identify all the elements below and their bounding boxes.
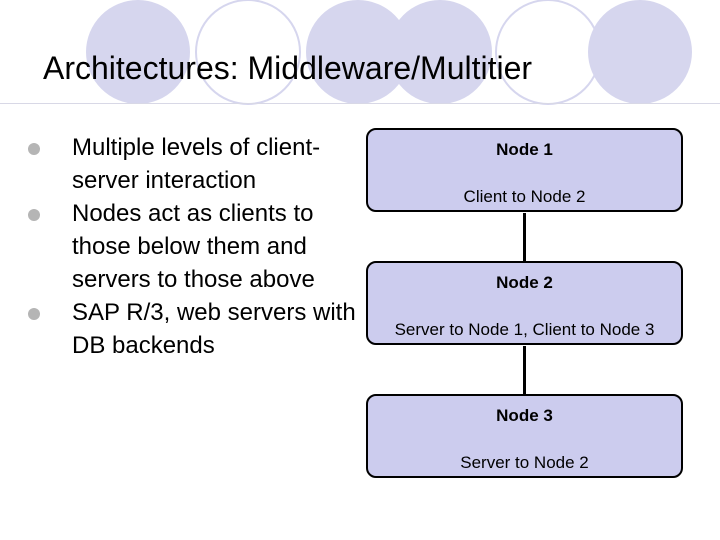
slide-title: Architectures: Middleware/Multitier bbox=[43, 50, 533, 86]
node-name: Node 3 bbox=[496, 406, 553, 425]
decor-circle bbox=[588, 0, 692, 104]
bullet-text: Nodes act as clients to those below them… bbox=[72, 200, 315, 293]
bullet-item: Nodes act as clients to those below them… bbox=[28, 197, 358, 296]
decorative-circles bbox=[86, 0, 692, 105]
bullet-list: Multiple levels of client-server interac… bbox=[28, 131, 358, 362]
bullet-icon bbox=[28, 209, 40, 221]
bullet-item: SAP R/3, web servers with DB backends bbox=[28, 296, 358, 362]
node-name: Node 2 bbox=[496, 273, 553, 292]
connector-line bbox=[523, 346, 526, 394]
bullet-text: SAP R/3, web servers with DB backends bbox=[72, 299, 356, 359]
bullet-icon bbox=[28, 308, 40, 320]
node-2-box: Node 2 Server to Node 1, Client to Node … bbox=[366, 261, 683, 345]
node-role: Server to Node 1, Client to Node 3 bbox=[394, 320, 655, 339]
node-role: Client to Node 2 bbox=[463, 187, 586, 206]
decor-circle bbox=[86, 0, 190, 104]
node-1-box: Node 1 Client to Node 2 bbox=[366, 128, 683, 212]
bullet-item: Multiple levels of client-server interac… bbox=[28, 131, 358, 197]
connector-line bbox=[523, 213, 526, 261]
bullet-icon bbox=[28, 143, 40, 155]
node-role: Server to Node 2 bbox=[460, 453, 589, 472]
title-divider bbox=[0, 103, 720, 104]
bullet-text: Multiple levels of client-server interac… bbox=[72, 134, 321, 194]
decor-circle bbox=[306, 0, 410, 104]
decor-circle bbox=[195, 0, 301, 105]
node-3-box: Node 3 Server to Node 2 bbox=[366, 394, 683, 478]
decor-circle bbox=[388, 0, 492, 104]
node-name: Node 1 bbox=[496, 140, 553, 159]
